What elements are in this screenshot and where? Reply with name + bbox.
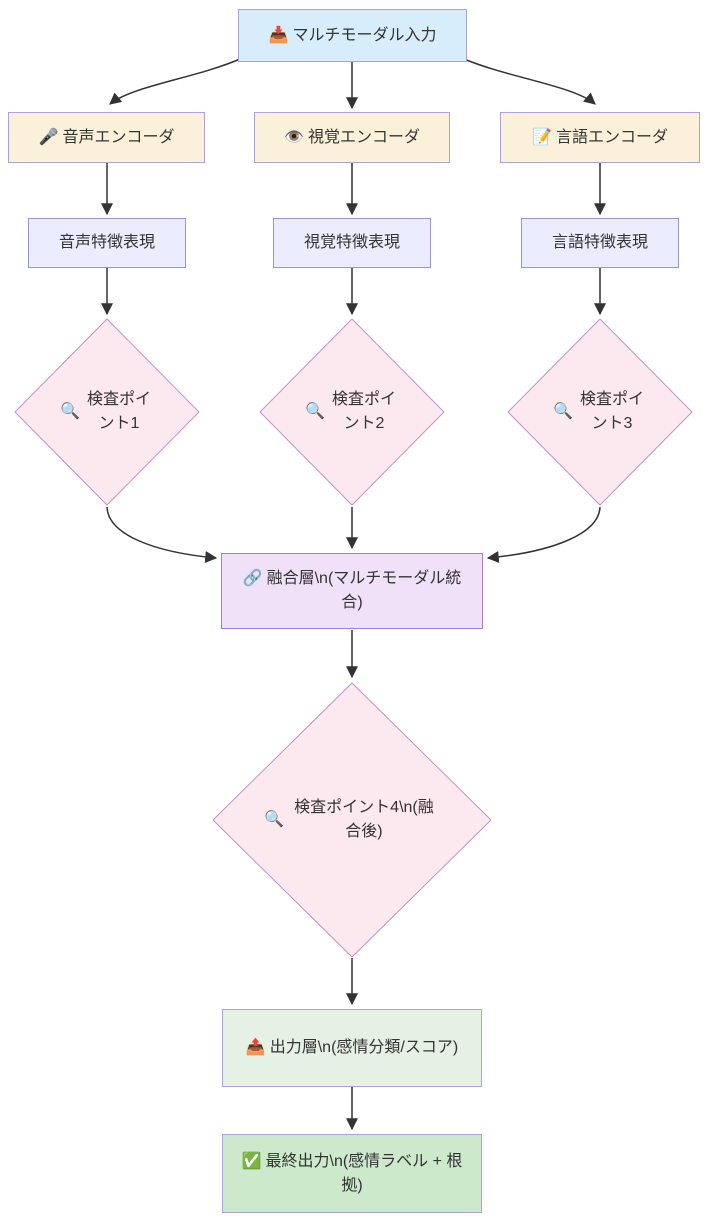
diamond-shape (507, 318, 693, 506)
node-label: 視覚エンコーダ (307, 128, 420, 146)
node-checkpoint2: 🔍 検査ポイント2 (259, 318, 445, 506)
node-label: 言語エンコーダ (555, 128, 668, 146)
node-label: マルチモーダル入力 (292, 26, 437, 44)
node-language-encoder: 📝言語エンコーダ (500, 112, 700, 163)
edge-checkpoint3-to-fusion (486, 506, 601, 563)
eye-icon: 👁️ (284, 128, 304, 146)
edge-checkpoint1-to-fusion (106, 506, 218, 563)
node-label: 音声エンコーダ (62, 128, 175, 146)
node-visual-features: 視覚特徴表現 (273, 218, 431, 268)
node-checkpoint4: 🔍 検査ポイント4\n(融合後) (212, 682, 492, 958)
magnifier-icon: 🔍 (553, 403, 573, 420)
node-audio-encoder: 🎤音声エンコーダ (8, 112, 205, 163)
node-final-output: ✅最終出力\n(感情ラベル + 根拠) (222, 1134, 482, 1213)
node-multimodal-input: 📥マルチモーダル入力 (238, 9, 467, 62)
memo-pencil-icon: 📝 (532, 128, 552, 146)
magnifier-icon: 🔍 (60, 403, 80, 420)
node-fusion-layer: 🔗融合層\n(マルチモーダル統合) (221, 553, 483, 629)
node-label: 出力層\n(感情分類/スコア) (269, 1039, 459, 1056)
node-visual-encoder: 👁️視覚エンコーダ (254, 112, 450, 163)
node-output-layer: 📤出力層\n(感情分類/スコア) (222, 1009, 482, 1087)
check-mark-icon: ✅ (241, 1152, 262, 1170)
node-label: 検査ポイント1 (86, 391, 151, 432)
node-label: 検査ポイント4\n(融合後) (294, 799, 434, 840)
outbox-tray-icon: 📤 (245, 1039, 266, 1056)
link-icon: 🔗 (242, 570, 263, 587)
node-checkpoint3: 🔍 検査ポイント3 (507, 318, 693, 506)
diamond-shape (259, 318, 445, 506)
microphone-icon: 🎤 (38, 128, 59, 146)
node-label: 音声特徴表現 (58, 234, 155, 251)
diamond-shape (14, 318, 200, 506)
edge-input-to-audio-encoder (109, 58, 241, 105)
node-checkpoint1: 🔍 検査ポイント1 (14, 318, 200, 506)
node-label: 検査ポイント2 (331, 391, 396, 432)
node-language-features: 言語特徴表現 (521, 218, 679, 268)
edge-input-to-language-encoder (463, 58, 596, 105)
node-label: 検査ポイント3 (579, 391, 644, 432)
magnifier-icon: 🔍 (305, 403, 325, 420)
node-label: 最終出力\n(感情ラベル + 根拠) (265, 1152, 463, 1194)
inbox-tray-icon: 📥 (268, 26, 289, 44)
magnifier-icon: 🔍 (264, 811, 284, 828)
node-label: 融合層\n(マルチモーダル統合) (266, 570, 462, 611)
node-label: 言語特徴表現 (551, 234, 648, 251)
node-label: 視覚特徴表現 (303, 234, 400, 251)
diamond-shape (212, 682, 492, 958)
node-audio-features: 音声特徴表現 (28, 218, 186, 268)
